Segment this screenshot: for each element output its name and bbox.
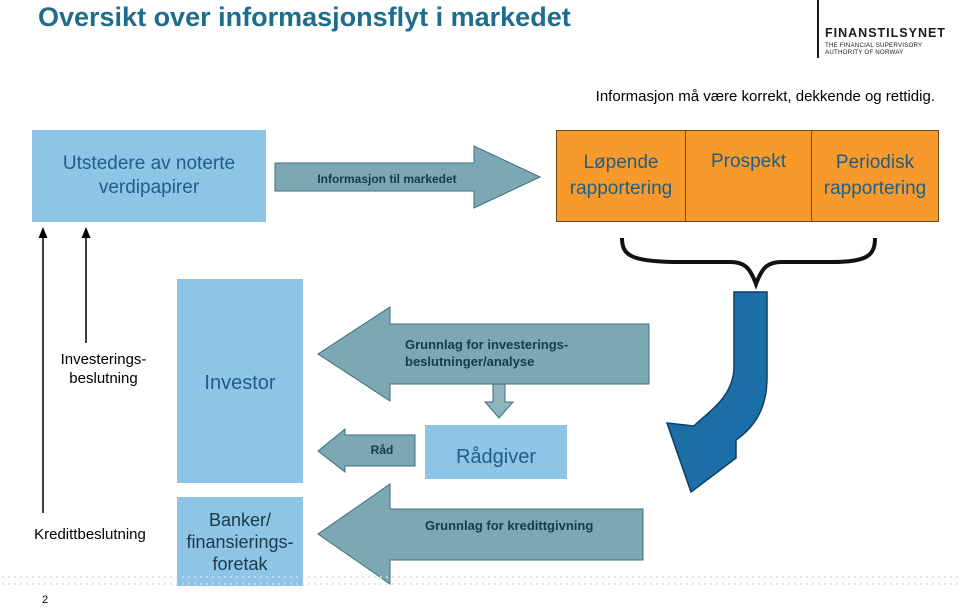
logo-subline-2: AUTHORITY OF NORWAY	[825, 49, 904, 56]
investment-decision-arrowhead	[81, 227, 91, 238]
analysis-basis-arrow	[317, 306, 650, 402]
investor-box: Investor	[177, 279, 303, 483]
logo-subline-1: THE FINANCIAL SUPERVISORY	[825, 42, 923, 49]
footer-dotted-line	[0, 583, 960, 585]
credit-basis-label: Grunnlag for kredittgivning	[425, 518, 594, 533]
banks-box: Banker/ finansierings-foretak	[177, 497, 303, 586]
credit-decision-label: Kredittbeslutning	[34, 526, 146, 543]
advisor-box: Rådgiver	[425, 425, 567, 479]
requirement-note: Informasjon må være korrekt, dekkende og…	[595, 88, 935, 105]
advice-label: Råd	[370, 443, 394, 457]
prospectus-box: Prospekt	[685, 130, 812, 222]
ongoing-reporting-box: Løpende rapportering	[556, 130, 686, 222]
credit-basis-arrow	[317, 483, 644, 585]
info-to-market-label: Informasjon til markedet	[317, 172, 457, 186]
issuer-box: Utstedere av noterte verdipapirer	[32, 130, 266, 222]
periodic-reporting-box: Periodisk rapportering	[811, 130, 939, 222]
credit-decision-arrowhead	[38, 227, 48, 238]
advice-arrow	[317, 427, 416, 474]
investment-decision-label: Investerings-beslutning	[60, 351, 147, 387]
reporting-brace	[620, 237, 877, 290]
page-title: Oversikt over informasjonsflyt i markede…	[38, 2, 571, 32]
info-to-market-arrow	[274, 145, 542, 209]
finanstilsynet-logo: FINANSTILSYNET THE FINANCIAL SUPERVISORY…	[817, 0, 957, 62]
footer-dotted-line	[0, 576, 960, 578]
logo-name: FINANSTILSYNET	[825, 26, 946, 40]
down-arrow	[483, 383, 515, 419]
curved-down-arrow	[665, 291, 768, 494]
logo-bar	[817, 0, 819, 58]
page-number: 2	[42, 594, 49, 606]
analysis-basis-label: Grunnlag for investerings-beslutninger/a…	[405, 337, 569, 369]
